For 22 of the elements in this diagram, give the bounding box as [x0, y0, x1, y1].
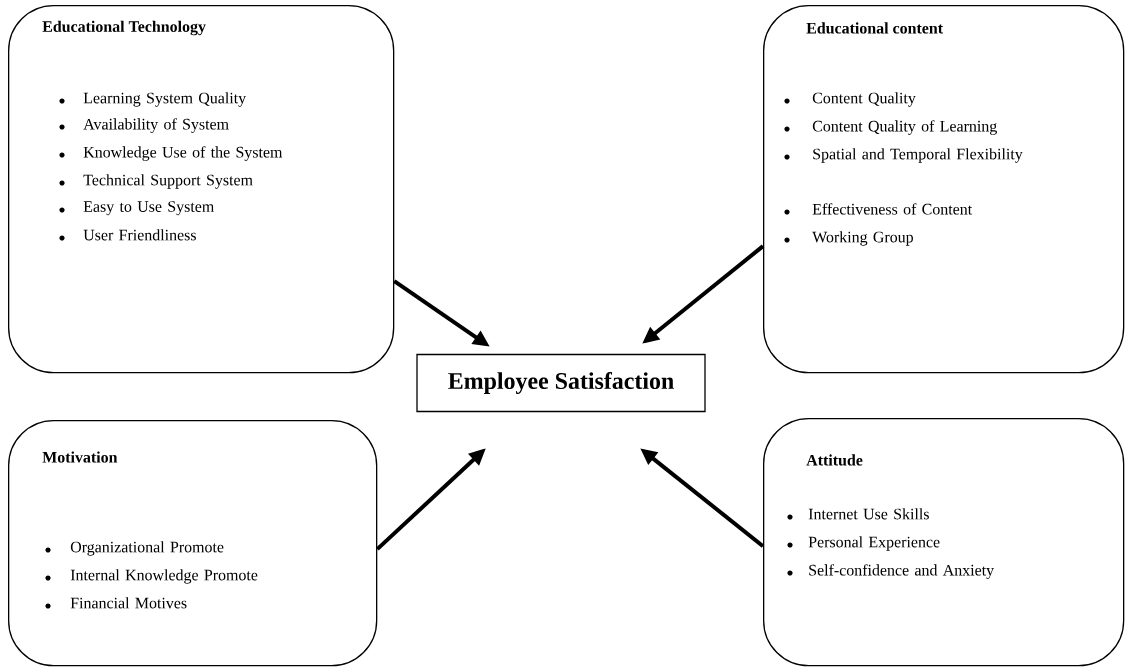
list-item: Technical Support System: [83, 174, 253, 189]
list-item: Organizational Promote: [70, 541, 224, 556]
box-heading: Educational Technology: [42, 20, 206, 36]
list-item: Working Group: [812, 231, 913, 246]
list-item: Content Quality of Learning: [812, 120, 997, 135]
box-heading: Attitude: [806, 454, 863, 466]
list-item: Self-confidence and Anxiety: [809, 564, 995, 579]
list-item: Effectiveness of Content: [812, 203, 973, 215]
list-item: Availability of System: [83, 118, 229, 133]
list-item: Internal Knowledge Promote: [70, 569, 258, 584]
list-item: Spatial and Temporal Flexibility: [813, 148, 1023, 163]
list-item: Personal Experience: [808, 536, 940, 551]
box-heading: Motivation: [42, 451, 118, 463]
list-item: Knowledge Use of the System: [83, 146, 283, 161]
list-item: Financial Motives: [70, 597, 187, 609]
box-heading: Educational content: [806, 22, 943, 34]
list-item: Content Quality: [812, 92, 916, 107]
label-box: Employee Satisfaction: [416, 353, 706, 413]
list-item: Easy to Use System: [83, 201, 214, 216]
list-item: Learning System Quality: [83, 92, 247, 107]
list-item: User Friendliness: [83, 229, 196, 241]
list-item: Internet Use Skills: [808, 508, 929, 520]
